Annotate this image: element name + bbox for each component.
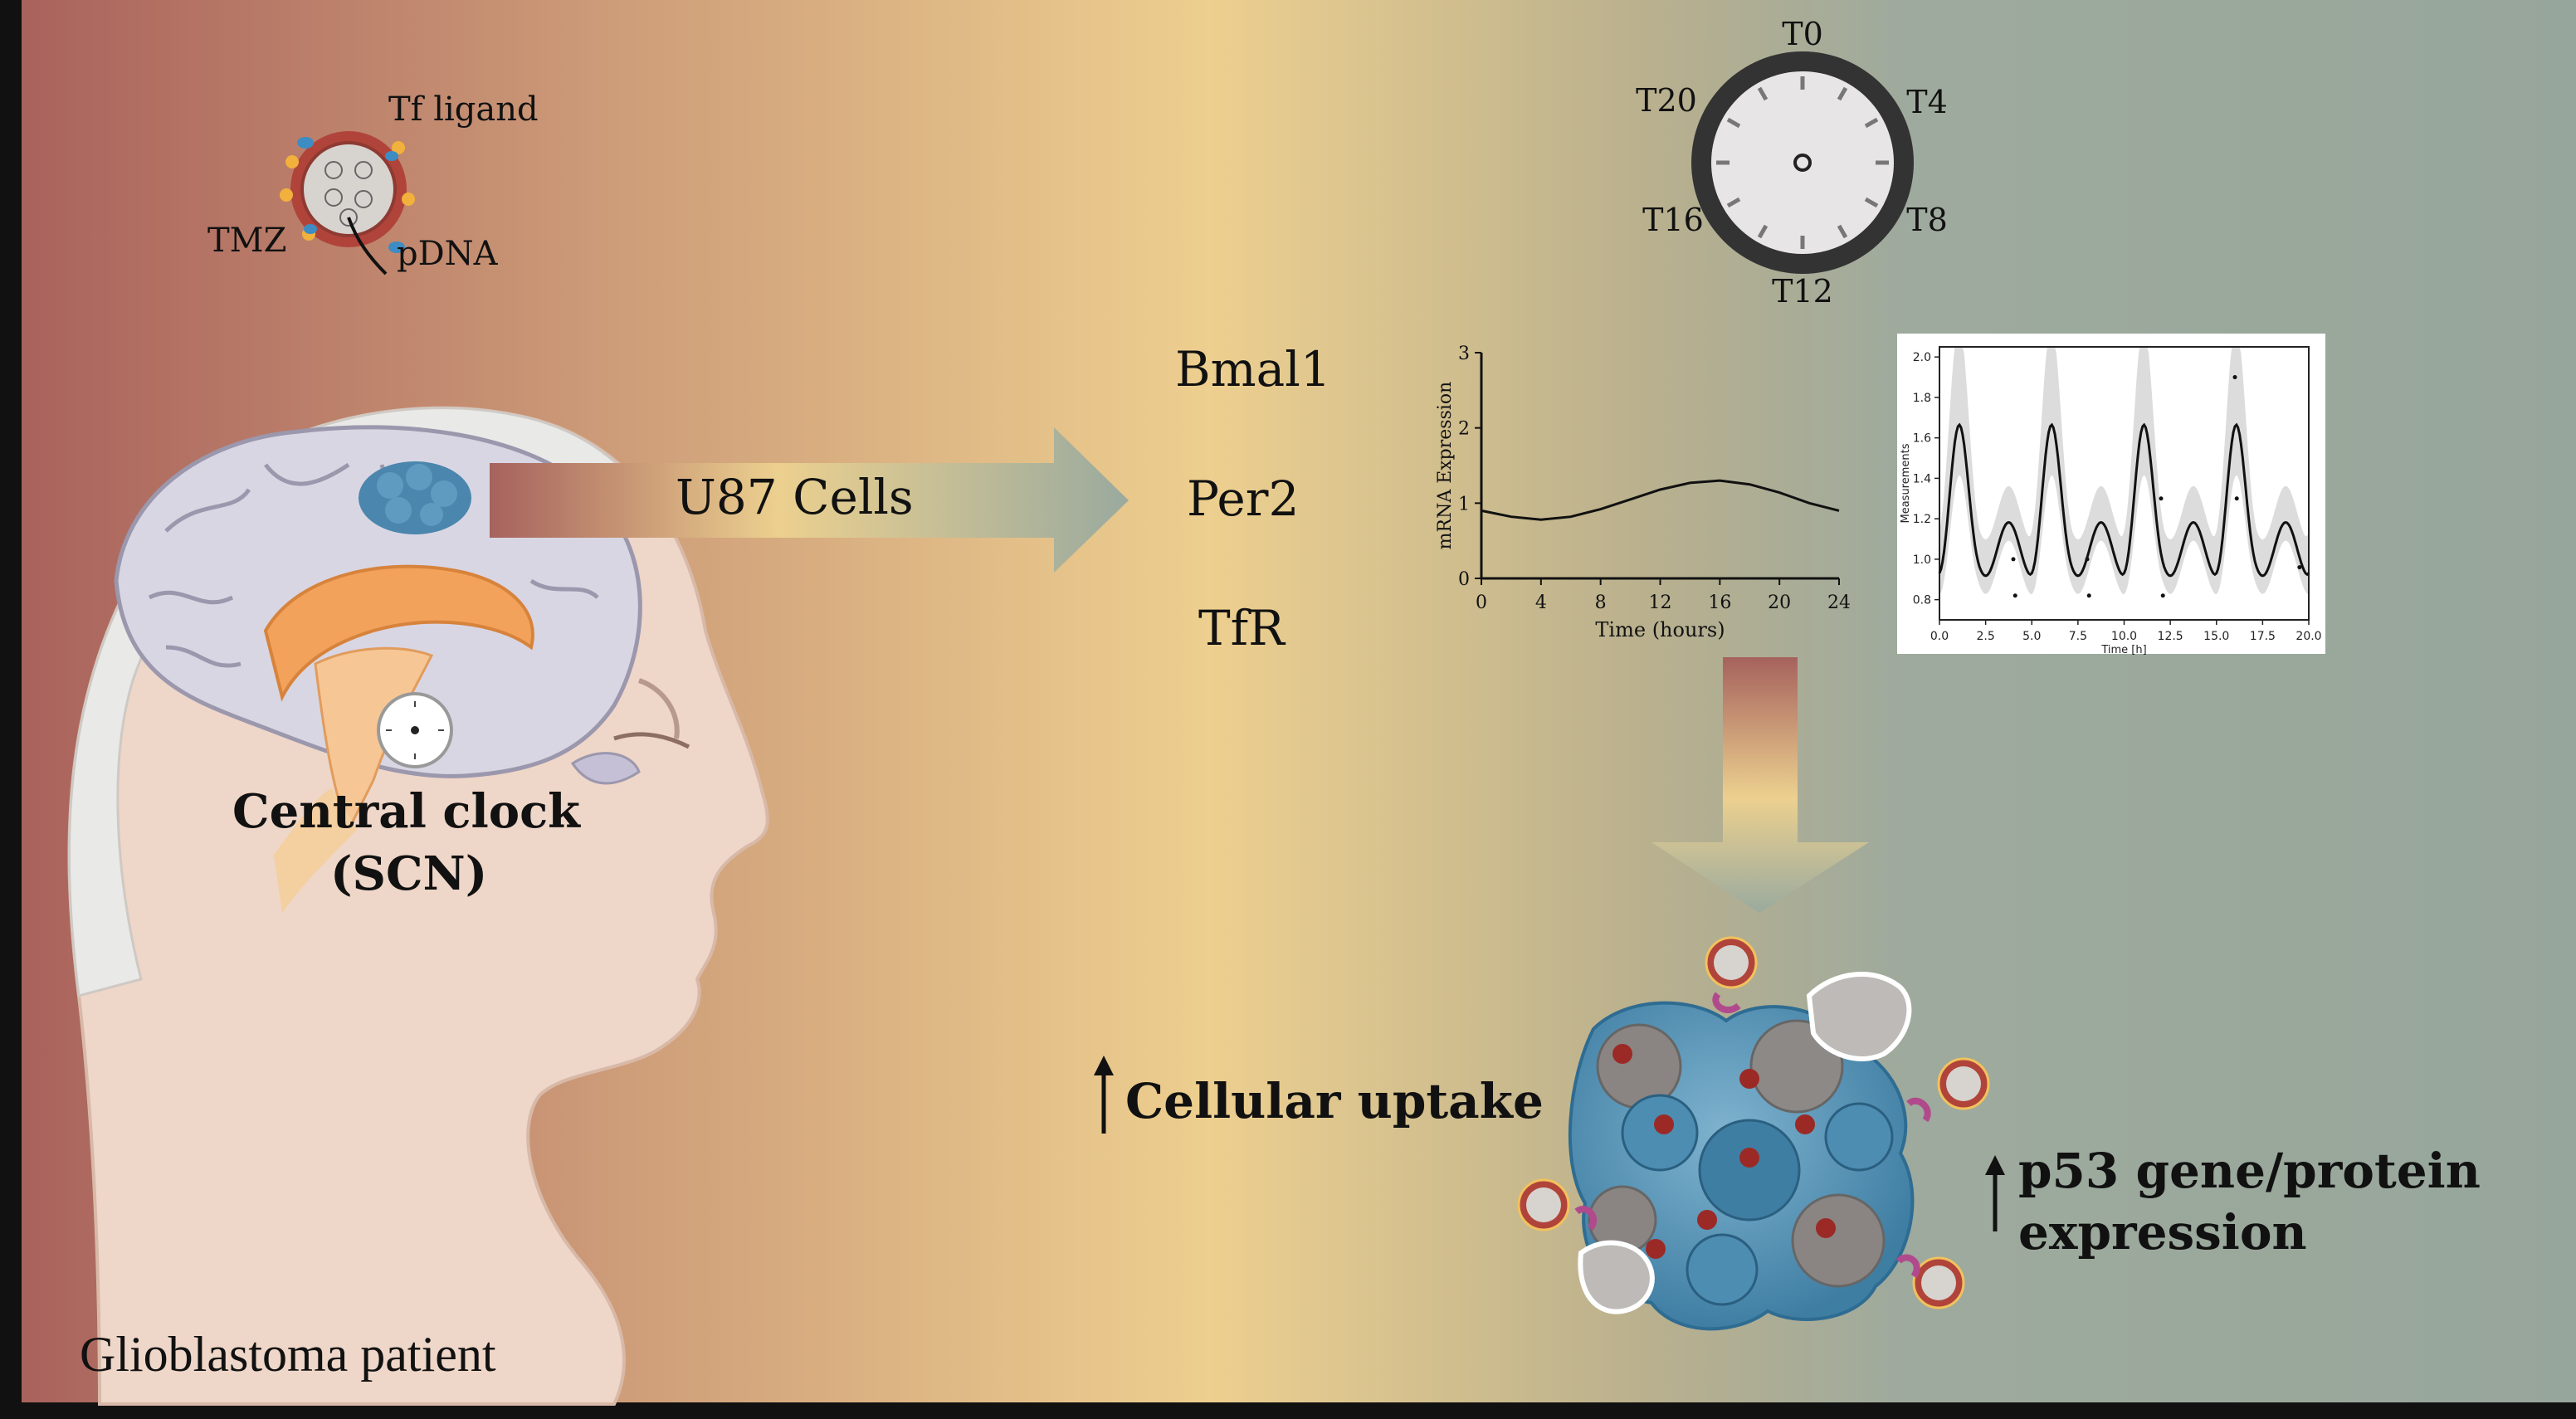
x-tick-label: 15.0 xyxy=(2203,630,2229,643)
cellular-uptake-label: Cellular uptake xyxy=(1125,1073,1544,1129)
data-point xyxy=(2160,593,2165,598)
x-axis-label: Time (hours) xyxy=(1595,618,1725,641)
bottom-frame-bar xyxy=(0,1402,2576,1419)
u87-cells-label: U87 Cells xyxy=(676,469,914,525)
y-tick-label: 0.8 xyxy=(1913,594,1931,607)
clock-label-t16: T16 xyxy=(1642,202,1704,238)
data-point xyxy=(2297,565,2302,570)
tumor xyxy=(359,461,471,534)
clock-label-t12: T12 xyxy=(1772,273,1833,310)
x-tick-label: 10.0 xyxy=(2111,630,2137,643)
clock-label-t8: T8 xyxy=(1906,202,1948,238)
left-frame-bar xyxy=(0,0,22,1419)
x-tick-label: 12.5 xyxy=(2158,630,2183,643)
x-axis-label: Time [h] xyxy=(2100,644,2146,656)
gene-per2-label: Per2 xyxy=(1187,471,1300,527)
clock-label-t0: T0 xyxy=(1782,16,1823,52)
central-clock-label: Central clock xyxy=(232,784,580,839)
p53-label-line2: expression xyxy=(2018,1204,2307,1261)
clock-label-t4: T4 xyxy=(1906,84,1948,120)
x-tick-label: 0.0 xyxy=(1930,630,1949,643)
measurements-chart: 0.0 2.5 5.0 7.5 10.0 12.5 15.0 17.5 20.0 0.8 1.0 1.… xyxy=(1900,346,2322,656)
time-clock xyxy=(1691,51,1914,274)
x-tick-label: 17.5 xyxy=(2250,630,2276,643)
x-tick-label: 16 xyxy=(1708,592,1731,613)
y-tick-label: 2.0 xyxy=(1913,351,1931,364)
data-point xyxy=(2013,593,2017,598)
x-tick-label: 12 xyxy=(1649,592,1672,613)
x-tick-label: 8 xyxy=(1595,592,1607,613)
series-line xyxy=(1481,479,1840,521)
y-tick-label: 0 xyxy=(1458,569,1470,590)
y-tick-label: 1.8 xyxy=(1913,392,1931,405)
nanoparticle-diagram xyxy=(280,131,415,276)
patient-label: Glioblastoma patient xyxy=(80,1327,496,1382)
gene-bmal1-label: Bmal1 xyxy=(1175,341,1331,397)
y-tick-label: 1.2 xyxy=(1913,513,1931,526)
data-point xyxy=(2011,557,2016,562)
p53-up-arrow xyxy=(1985,1155,2005,1231)
y-tick-label: 1.6 xyxy=(1913,432,1931,446)
uptake-up-arrow xyxy=(1094,1056,1114,1134)
y-axis-label: mRNA Expression xyxy=(1435,382,1456,550)
data-point xyxy=(2159,496,2164,501)
pdna-label: pDNA xyxy=(397,235,498,273)
tumor-cell-cluster xyxy=(1517,936,1990,1331)
down-arrow xyxy=(1651,657,1869,913)
data-point xyxy=(2232,375,2237,380)
data-point xyxy=(2234,496,2239,501)
y-tick-label: 1.0 xyxy=(1913,553,1931,567)
y-tick-label: 3 xyxy=(1458,344,1470,364)
scn-label: (SCN) xyxy=(330,846,488,901)
confidence-band xyxy=(1939,347,2309,595)
x-tick-label: 0 xyxy=(1476,592,1487,613)
tf-ligand-label: Tf ligand xyxy=(388,90,539,129)
y-axis-label: Measurements xyxy=(1900,443,1912,523)
tmz-label: TMZ xyxy=(207,222,287,260)
x-tick-label: 4 xyxy=(1535,592,1547,613)
x-tick-label: 20 xyxy=(1768,592,1791,613)
x-tick-label: 24 xyxy=(1827,592,1851,613)
data-point xyxy=(2085,557,2090,562)
u87-arrow xyxy=(490,427,1129,573)
gene-tfr-label: TfR xyxy=(1198,600,1285,656)
data-point xyxy=(2086,593,2091,598)
scn-clock-icon xyxy=(377,692,453,768)
x-tick-label: 5.0 xyxy=(2022,630,2041,643)
clock-label-t20: T20 xyxy=(1636,82,1697,119)
x-tick-label: 2.5 xyxy=(1976,630,1994,643)
y-tick-label: 2 xyxy=(1458,419,1470,440)
p53-label-line1: p53 gene/protein xyxy=(2018,1143,2481,1199)
y-tick-label: 1.4 xyxy=(1913,472,1931,485)
x-tick-label: 20.0 xyxy=(2295,630,2321,643)
series-line xyxy=(1938,422,2310,578)
y-tick-label: 1 xyxy=(1458,494,1470,514)
x-tick-label: 7.5 xyxy=(2069,630,2087,643)
